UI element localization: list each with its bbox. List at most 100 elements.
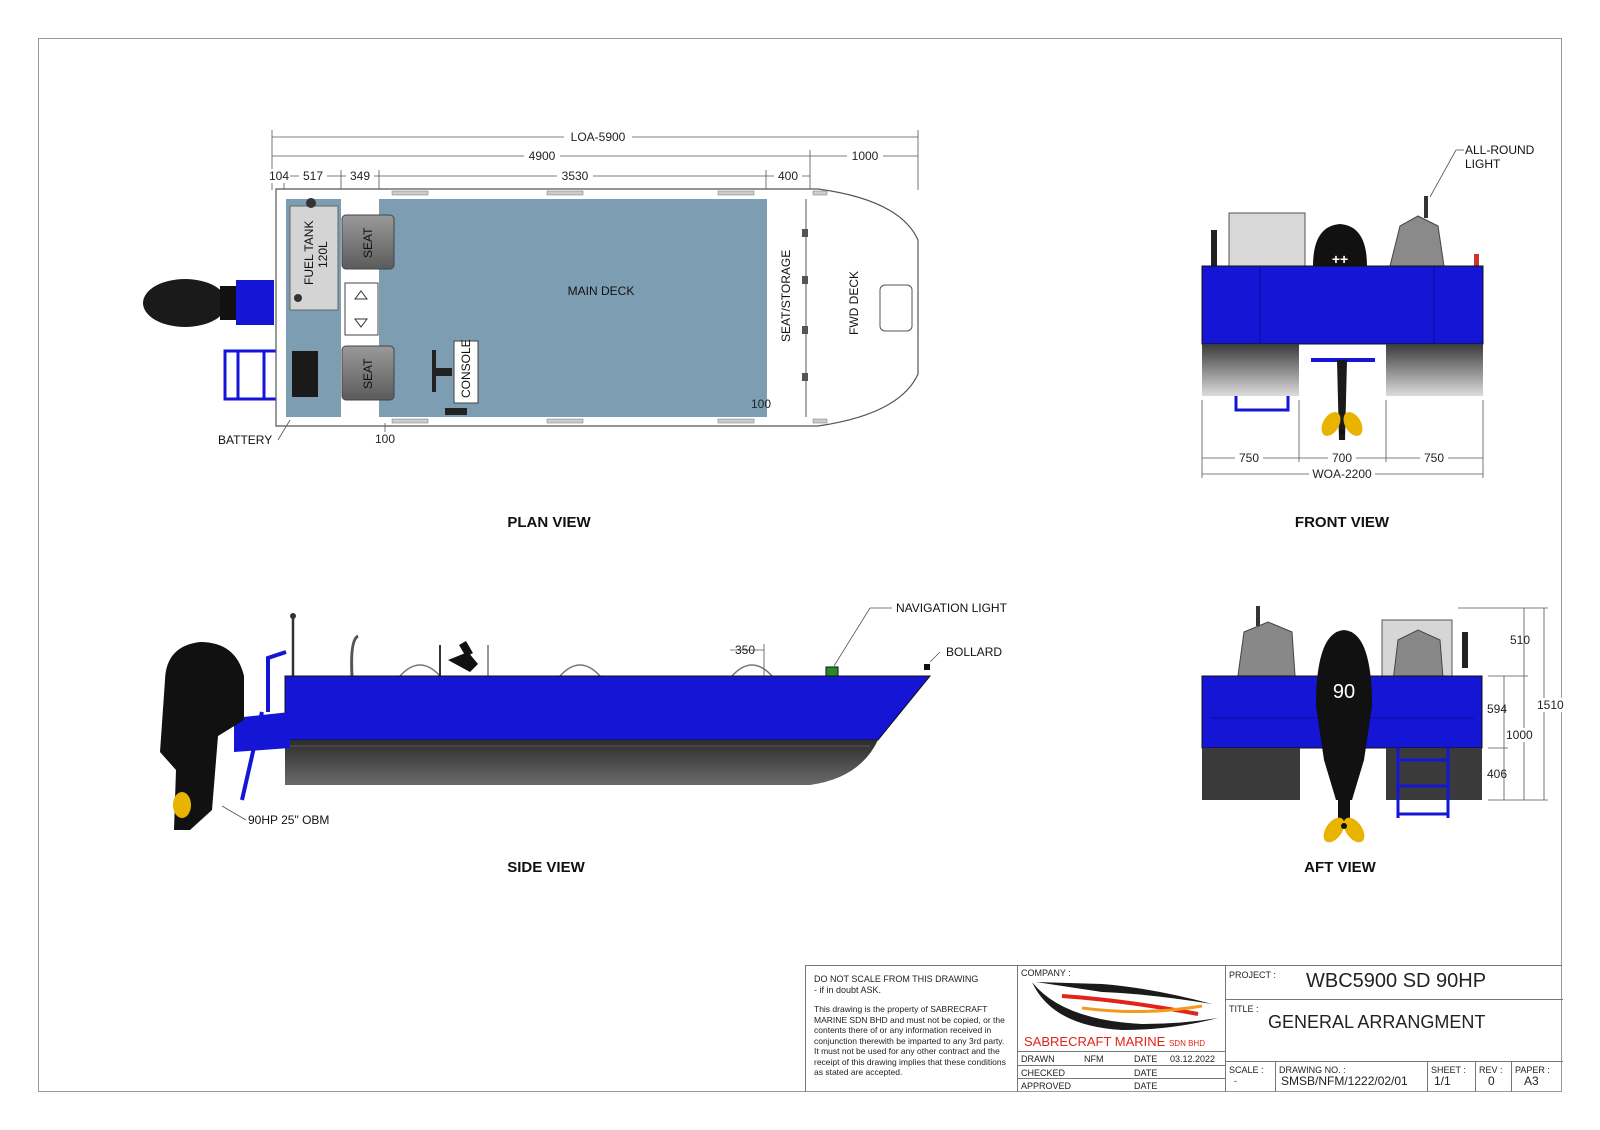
company-name: SABRECRAFT MARINE SDN BHD: [1024, 1034, 1205, 1049]
rev-label: REV :: [1479, 1065, 1503, 1075]
outboard-engine-top-icon: [143, 279, 227, 327]
dim-4900: 4900: [529, 149, 556, 163]
project-name: WBC5900 SD 90HP: [1306, 970, 1487, 992]
plan-view-title: PLAN VIEW: [507, 514, 591, 531]
outboard-engine-side-icon: [160, 642, 244, 830]
fuel-tank-label: FUEL TANK: [302, 221, 316, 285]
notice-line-1: DO NOT SCALE FROM THIS DRAWING: [814, 974, 979, 984]
title-label: TITLE :: [1229, 1004, 1259, 1014]
battery-icon: [292, 351, 318, 397]
all-round-light-label-2: LIGHT: [1465, 157, 1501, 171]
seat-port: [341, 214, 395, 270]
sheet-label: SHEET :: [1431, 1065, 1466, 1075]
front-engine-cowl-icon: [1313, 224, 1367, 266]
drawn-date: 03.12.2022: [1170, 1054, 1216, 1064]
side-keel: [285, 740, 878, 785]
navigation-light-icon: [825, 666, 839, 677]
cooler-box-icon: [344, 282, 379, 336]
drawing-no-label: DRAWING NO. :: [1279, 1065, 1346, 1075]
dim-aft-594: 594: [1487, 702, 1507, 716]
boarding-ladder-icon: [223, 349, 279, 401]
front-pontoon-port: [1202, 344, 1299, 396]
seat-label-2: SEAT: [361, 358, 375, 389]
svg-text:++: ++: [1332, 251, 1348, 267]
dim-3530: 3530: [562, 169, 589, 183]
drawn-label: DRAWN: [1021, 1054, 1055, 1064]
approved-label: APPROVED: [1021, 1081, 1072, 1091]
dim-front-750-port: 750: [1239, 451, 1259, 465]
project-cell: PROJECT : WBC5900 SD 90HP: [1226, 966, 1563, 1000]
dim-100-aft: 100: [375, 432, 395, 446]
engine-hp-label: 90: [1333, 681, 1355, 703]
paper-cell: PAPER : A3: [1512, 1062, 1563, 1092]
front-seat-icon: [1389, 215, 1445, 267]
paper-label: PAPER :: [1515, 1065, 1550, 1075]
console-label: CONSOLE: [459, 339, 473, 398]
rev-cell: REV : 0: [1476, 1062, 1512, 1092]
drawing-title: GENERAL ARRANGMENT: [1268, 1012, 1486, 1032]
drawing-border: [38, 38, 1562, 1092]
bollard-label: BOLLARD: [946, 645, 1002, 659]
scale-label: SCALE :: [1229, 1065, 1264, 1075]
dim-side-350: 350: [735, 643, 755, 657]
approved-row: APPROVED DATE: [1018, 1079, 1226, 1092]
property-notice: This drawing is the property of SABRECRA…: [814, 1004, 1006, 1077]
fwd-hatch-icon: [879, 284, 913, 332]
drawn-date-label: DATE: [1134, 1054, 1158, 1064]
side-view: 350 NAVIGATION LIGHT BOLLARD 90HP 25" OB…: [160, 601, 1008, 876]
sheet-cell: SHEET : 1/1: [1428, 1062, 1476, 1092]
dim-front-700: 700: [1332, 451, 1352, 465]
dim-100-fwd: 100: [751, 397, 771, 411]
console: [453, 340, 479, 404]
side-hull: [284, 675, 932, 741]
dim-517: 517: [303, 169, 323, 183]
company-name-text: SABRECRAFT MARINE: [1024, 1034, 1166, 1049]
main-deck-label: MAIN DECK: [568, 284, 635, 298]
front-pontoon-starboard: [1386, 344, 1483, 396]
fuel-capacity-label: 120L: [316, 241, 330, 268]
front-propeller-icon: [1321, 412, 1341, 436]
aft-pontoon-starboard: [1386, 748, 1482, 800]
navigation-light-label: NAVIGATION LIGHT: [896, 601, 1008, 615]
dim-104: 104: [269, 169, 289, 183]
aft-pontoon-port: [1202, 748, 1300, 800]
notice-line-2: - if in doubt ASK.: [814, 985, 882, 995]
aft-propeller-icon: [1323, 817, 1345, 843]
paper-value: A3: [1524, 1074, 1539, 1088]
approved-date-label: DATE: [1134, 1081, 1158, 1091]
drawn-by: NFM: [1084, 1054, 1104, 1064]
steering-wheel-icon: [448, 652, 478, 672]
fwd-deck-label: FWD DECK: [847, 271, 861, 335]
scale-value: -: [1234, 1076, 1237, 1086]
front-view-title: FRONT VIEW: [1295, 514, 1390, 531]
side-view-title: SIDE VIEW: [507, 859, 585, 876]
plan-view: LOA-5900 4900 1000 104 517 349 3530 400: [143, 130, 919, 531]
rev-value: 0: [1488, 1074, 1495, 1088]
drawing-no-value: SMSB/NFM/1222/02/01: [1281, 1074, 1408, 1088]
front-view: ++ ALL-ROUND LIGHT 750 700: [1201, 143, 1535, 531]
aft-view: 90 510 1510 594 1000 406 AFT VIEW: [1201, 606, 1564, 876]
title-block: DO NOT SCALE FROM THIS DRAWING - if in d…: [805, 965, 1563, 1092]
seat-starboard: [341, 345, 395, 401]
aft-engine-cowl-icon: [1316, 630, 1372, 800]
checked-date-label: DATE: [1134, 1068, 1158, 1078]
dim-woa: WOA-2200: [1312, 467, 1372, 481]
side-propeller-icon: [173, 792, 191, 818]
obm-label: 90HP 25" OBM: [248, 813, 329, 827]
fuel-tank: [289, 205, 339, 311]
aft-view-title: AFT VIEW: [1304, 859, 1377, 876]
dim-aft-1510: 1510: [1537, 698, 1564, 712]
company-logo-icon: [1032, 982, 1218, 1030]
battery-label: BATTERY: [218, 433, 272, 447]
company-cell: COMPANY : SABRECRAFT MARINE SDN BHD: [1018, 966, 1226, 1052]
seat-storage-label: SEAT/STORAGE: [779, 250, 793, 342]
all-round-light-label-1: ALL-ROUND: [1465, 143, 1535, 157]
dim-aft-406: 406: [1487, 767, 1507, 781]
dim-loa: LOA-5900: [571, 130, 626, 144]
project-label: PROJECT :: [1229, 970, 1276, 980]
seat-label-1: SEAT: [361, 227, 375, 258]
dim-349: 349: [350, 169, 370, 183]
company-suffix: SDN BHD: [1168, 1039, 1205, 1048]
company-label: COMPANY :: [1021, 968, 1071, 978]
